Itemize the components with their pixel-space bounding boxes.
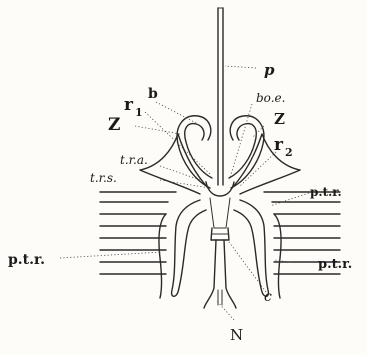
label-b-text: b <box>148 86 158 102</box>
label-r1: r 1 <box>124 95 143 119</box>
label-trs-text: t.r.s. <box>90 171 117 185</box>
label-p-text: p <box>264 61 275 79</box>
central-stalk <box>204 240 236 308</box>
left-flared-cartilage <box>140 134 208 194</box>
label-r2: r 2 <box>274 135 293 159</box>
label-c-text: c <box>264 289 272 305</box>
label-z-right-text: Z <box>274 110 285 128</box>
label-ptr-right-upper: p.t.r. <box>310 185 342 199</box>
label-b: b <box>148 86 158 102</box>
label-ptr-left: p.t.r. <box>8 252 45 268</box>
label-boe: bo.e. <box>256 91 285 105</box>
label-n: N <box>230 326 243 344</box>
label-n-text: N <box>230 326 243 344</box>
label-r1-sub: 1 <box>135 106 143 119</box>
label-boe-text: bo.e. <box>256 91 285 105</box>
left-lower-limb <box>100 192 206 298</box>
central-junction <box>206 182 234 240</box>
label-z-left-text: Z <box>108 115 120 135</box>
label-z-right: Z <box>274 110 285 128</box>
label-p: p <box>264 61 275 79</box>
right-horn <box>229 116 264 188</box>
label-ptr-left-text: p.t.r. <box>8 252 45 268</box>
label-tra-text: t.r.a. <box>120 153 148 167</box>
label-r2-sub: 2 <box>285 146 293 159</box>
label-trs: t.r.s. <box>90 171 117 185</box>
label-c: c <box>264 289 272 305</box>
label-ptr-right-lower: p.t.r. <box>318 257 352 272</box>
label-z-left: Z <box>108 115 120 135</box>
label-tra: t.r.a. <box>120 153 148 167</box>
left-horn <box>177 116 212 188</box>
label-ptr-right-lower-text: p.t.r. <box>318 257 352 272</box>
central-rod <box>218 8 223 185</box>
right-lower-limb <box>234 192 340 298</box>
label-r1-main: r <box>124 95 134 115</box>
right-flared-cartilage <box>232 134 300 194</box>
label-ptr-right-upper-text: p.t.r. <box>310 185 342 199</box>
label-r2-main: r <box>274 135 284 155</box>
